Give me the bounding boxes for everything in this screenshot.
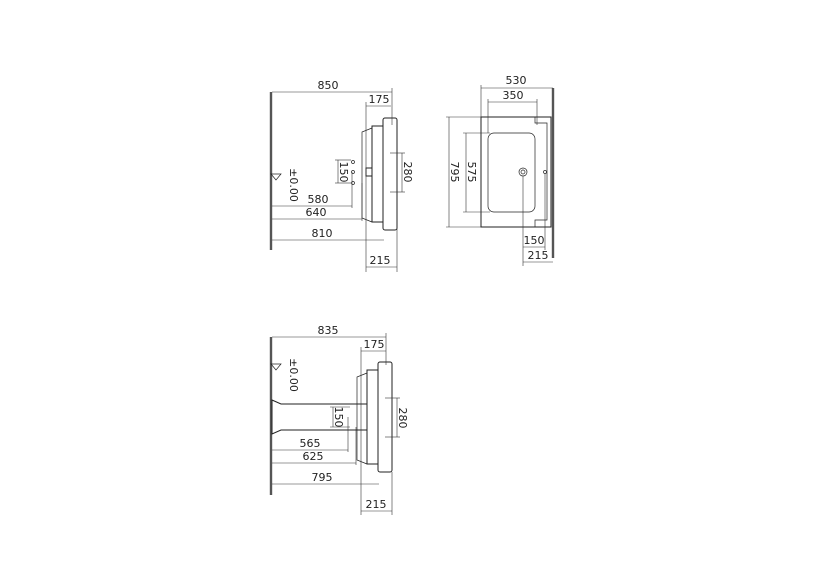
dim-565: 565 — [300, 437, 321, 450]
basin-outline — [480, 116, 552, 228]
basin-outline — [382, 117, 398, 231]
dim-795: 795 — [312, 471, 333, 484]
bowl-outline — [487, 132, 536, 213]
dim-215: 215 — [528, 249, 549, 262]
dim-280: 280 — [401, 162, 414, 183]
pedestal — [271, 399, 371, 435]
level-label: ±0.00 — [287, 358, 300, 392]
dim-350: 350 — [503, 89, 524, 102]
side-view-wall-hung: ±0.00 850 175 280 150 580 640 810 215 — [269, 79, 414, 272]
dim-640: 640 — [306, 206, 327, 219]
level-triangle-icon — [270, 173, 282, 181]
basin-underside — [356, 372, 368, 465]
dim-530: 530 — [506, 74, 527, 87]
dim-150: 150 — [337, 162, 350, 183]
dim-280: 280 — [396, 408, 409, 429]
basin-front — [366, 369, 379, 465]
level-triangle-icon — [270, 363, 282, 371]
dim-580: 580 — [308, 193, 329, 206]
drain-stub — [365, 167, 373, 177]
dim-215: 215 — [370, 254, 391, 267]
dim-625: 625 — [303, 450, 324, 463]
tap-hole-icon — [543, 170, 547, 174]
dim-810: 810 — [312, 227, 333, 240]
plan-view: 530 350 795 575 150 215 — [446, 74, 555, 266]
dim-175: 175 — [364, 338, 385, 351]
basin-outline — [377, 361, 393, 473]
basin-underside — [361, 127, 373, 223]
side-view-pedestal: ±0.00 835 175 280 150 565 625 795 215 — [269, 324, 409, 515]
level-label: ±0.00 — [287, 168, 300, 202]
dim-835: 835 — [318, 324, 339, 337]
dim-795: 795 — [448, 162, 461, 183]
dim-215: 215 — [366, 498, 387, 511]
dim-150: 150 — [524, 234, 545, 247]
basin-front — [371, 125, 384, 223]
dim-575: 575 — [465, 162, 478, 183]
basin-back-edge — [534, 117, 548, 227]
dim-150: 150 — [332, 407, 345, 428]
dim-850: 850 — [318, 79, 339, 92]
dim-175: 175 — [369, 93, 390, 106]
